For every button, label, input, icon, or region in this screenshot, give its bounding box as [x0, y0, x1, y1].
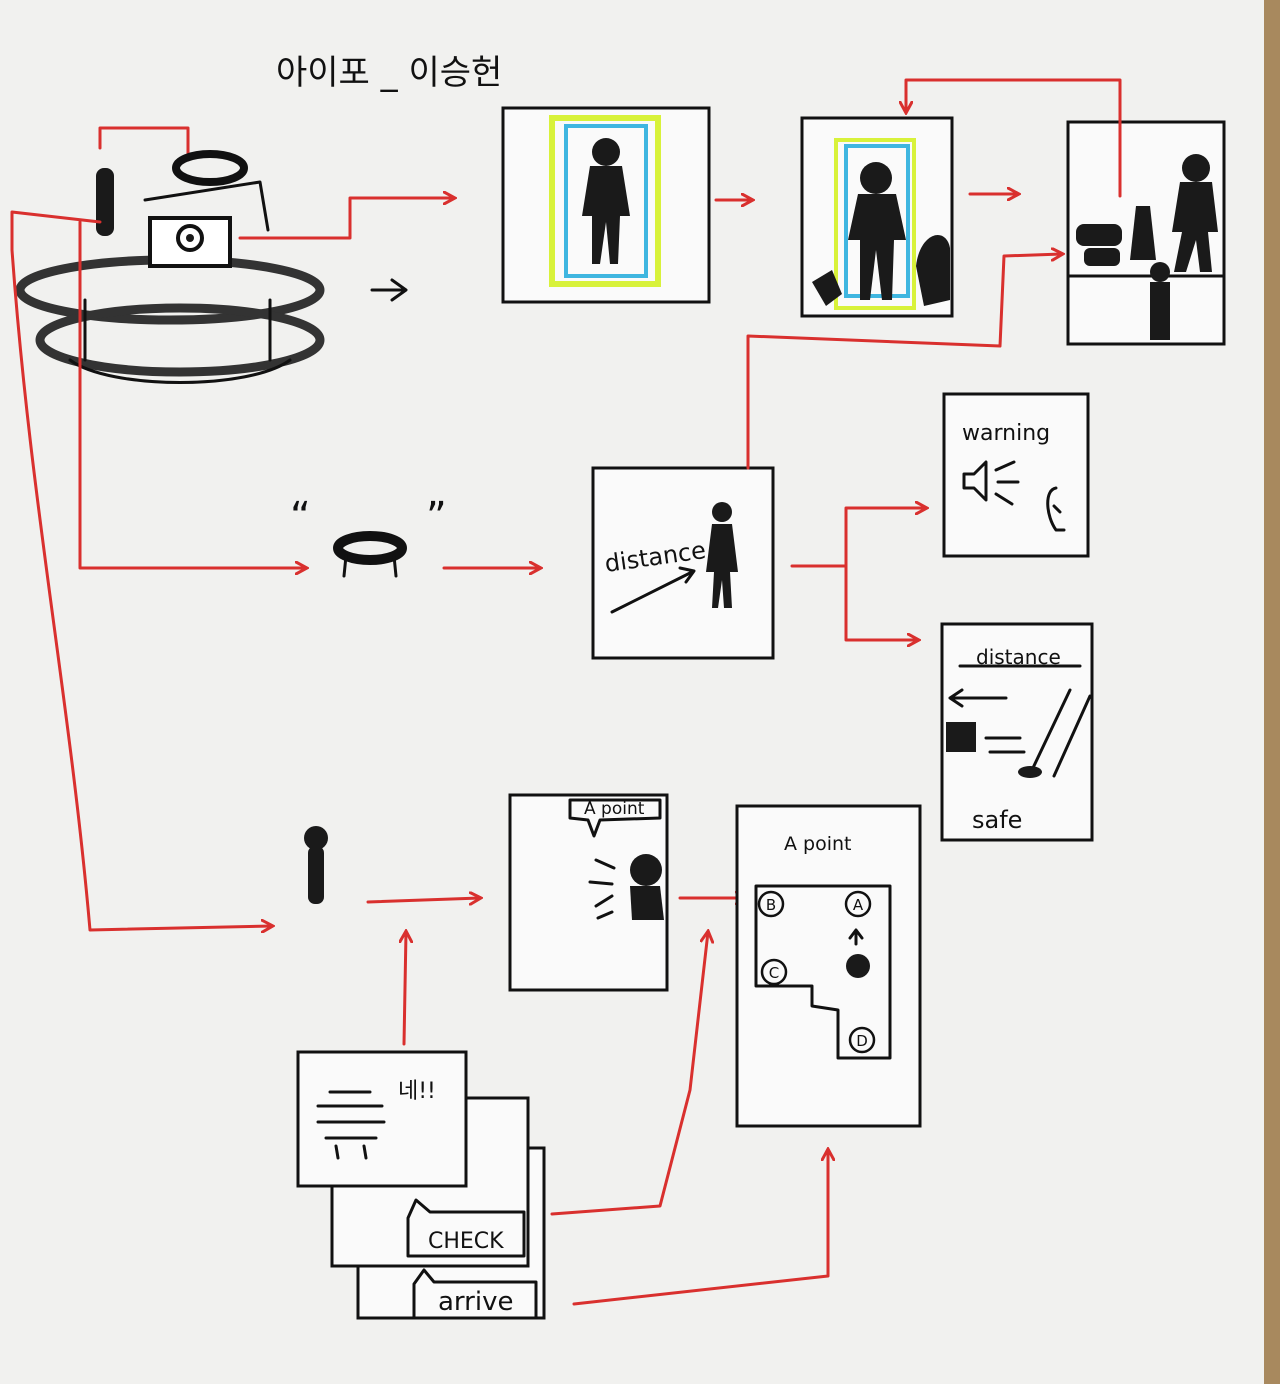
person-head [592, 138, 620, 166]
detection-box-blue [564, 124, 648, 278]
person-head [712, 502, 732, 522]
distance-arrowhead [678, 566, 696, 584]
panel-distance: distance [591, 466, 775, 660]
person-icon [1172, 182, 1218, 272]
sensor-sketch: “ ” [290, 494, 447, 578]
panel-safe: distance safe [940, 622, 1094, 842]
check-label: CHECK [428, 1229, 504, 1254]
quote-open: “ [290, 494, 311, 540]
distance-arrow [610, 570, 694, 614]
robot-speech-text: 네!! [398, 1079, 436, 1104]
panel-map: A point B A C D [735, 804, 922, 1128]
panel-voice-command: A point [508, 793, 669, 992]
person-head-lower [1150, 262, 1170, 282]
warning-label: warning [962, 421, 1050, 446]
camera-lens-center [186, 234, 194, 242]
robot-legs [83, 298, 272, 362]
detection-box-yellow [834, 138, 916, 310]
ear-icon [1046, 486, 1066, 532]
panel-frame [591, 466, 775, 660]
arrow-mic-to-command [366, 898, 480, 902]
map-point-b-marker [757, 890, 785, 918]
robot-sketch [15, 126, 325, 384]
map-point-d: D [856, 1032, 868, 1050]
speaker-body-icon [630, 886, 664, 920]
arrow-robot-to-sensor [78, 220, 306, 568]
robot-top-bracket-line [98, 126, 190, 162]
arrow-panel3-loop-back [906, 78, 1122, 198]
robot-stack-legs [334, 1144, 368, 1160]
robot-mini-icon [1076, 224, 1122, 246]
robot-gray-arrow [370, 278, 408, 302]
panel-person-detect [501, 106, 711, 304]
map-floor-plan [754, 884, 892, 1060]
robot-moving-icon [946, 722, 976, 752]
map-point-a: A [853, 896, 864, 914]
robot-mini-base [1084, 248, 1120, 266]
arrow-robot-to-mic [10, 210, 272, 930]
robot-base-deck [35, 303, 325, 377]
speech-bubble [568, 798, 662, 838]
speaker-head-icon [630, 854, 662, 886]
arrow-robot-speech-to-mic [404, 932, 406, 1046]
check-bubble [406, 1198, 526, 1258]
map-point-c: C [769, 964, 779, 982]
person-head [860, 162, 892, 194]
speaker-icon [962, 460, 988, 502]
robot-top-ring [172, 150, 248, 186]
arrow-to-safe [844, 564, 918, 640]
arrow-distance-to-crowd [746, 254, 1062, 470]
arrow-arrive-to-map [572, 1150, 828, 1306]
map-point-c-marker [760, 958, 788, 986]
robot-stack-icon [316, 1090, 386, 1140]
panel-warning: warning [942, 392, 1090, 558]
person-icon [706, 524, 738, 608]
person-lower-icon [1150, 282, 1170, 340]
arrive-bubble [412, 1268, 538, 1320]
safe-label: safe [972, 806, 1022, 834]
arrow-to-warning [844, 508, 926, 568]
obstacle-right [916, 235, 950, 306]
robot-frame [143, 180, 270, 232]
up-arrow-icon [848, 928, 864, 946]
detection-box-yellow [549, 115, 661, 287]
sensor-puck-icon [333, 531, 407, 565]
voice-waves-icon [588, 858, 616, 920]
robot-speech-cards: 네!! CHECK arrive [296, 1050, 546, 1320]
microphone-icon [308, 846, 324, 904]
person-icon [848, 194, 906, 300]
panel-person-obstacles [800, 116, 954, 318]
map-title: A point [784, 833, 852, 855]
sensor-puck-legs [342, 554, 398, 578]
panel-crowd-robot [1066, 120, 1226, 346]
robot-position-icon [846, 954, 870, 978]
microphone-sketch [304, 826, 328, 904]
person-silhouette-2 [1130, 206, 1156, 260]
arrow-camera-to-detect [238, 198, 454, 240]
robot-card [296, 1050, 468, 1188]
detection-box-blue [844, 144, 910, 298]
motion-lines [984, 736, 1026, 754]
foot-icon [1018, 766, 1042, 778]
map-point-d-marker [848, 1026, 876, 1054]
robot-pole [96, 168, 114, 236]
map-point-b: B [766, 896, 776, 914]
obstacle-left [812, 270, 842, 306]
map-point-a-marker [844, 890, 872, 918]
mic-head [304, 826, 328, 850]
back-arrow [948, 688, 1008, 708]
person-legs-icon [1030, 688, 1092, 778]
robot-base-skirt [68, 358, 292, 384]
person-head [1182, 154, 1210, 182]
a-point-bubble-text: A point [584, 799, 645, 819]
sound-wave-icon [994, 460, 1020, 506]
page-title: 아이포 _ 이승헌 [276, 53, 502, 93]
arrive-label: arrive [438, 1287, 513, 1317]
arrow-check-to-map [550, 932, 708, 1216]
quote-close: ” [426, 494, 447, 540]
person-icon [582, 166, 630, 264]
